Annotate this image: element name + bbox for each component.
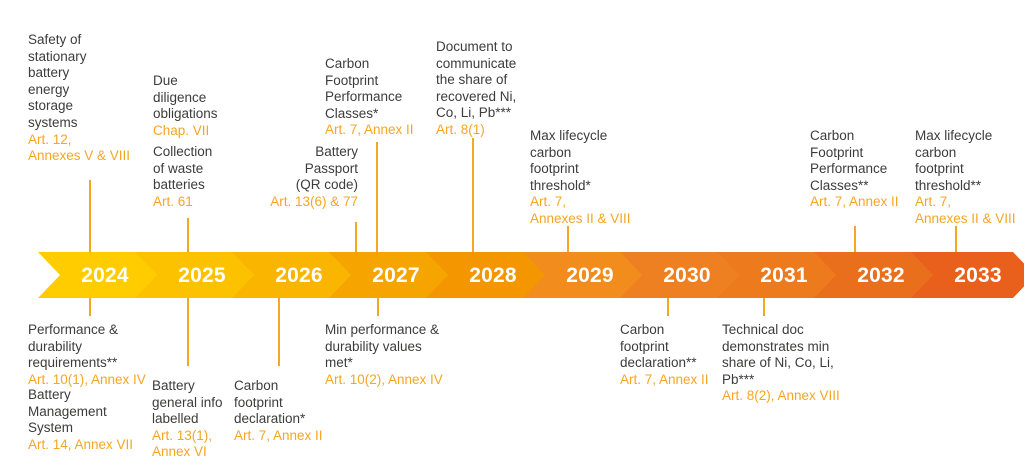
year-label: 2024 [81,263,129,287]
note-2030-cf-declaration: Carbon footprint declaration** Art. 7, A… [620,322,740,388]
note-title: Battery general info labelled [152,378,223,427]
connector-2026-below [278,298,280,366]
connector-2024-above [89,180,91,252]
timeline-band: 2024 2025 2026 2027 2028 2029 2030 2031 … [0,252,1024,298]
note-title: Min performance & durability values met* [325,322,440,371]
note-reference: Art. 10(2), Annex IV [325,371,443,387]
note-reference: Art. 7, Annex II [234,427,323,443]
note-2024-bms: Battery Management System Art. 14, Annex… [28,387,178,453]
note-reference: Art. 7, Annexes II & VIII [915,194,1016,226]
note-2026-cf-declaration: Carbon footprint declaration* Art. 7, An… [234,378,354,444]
note-reference: Art. 7, Annex II [325,122,414,138]
connector-2032-above [854,226,856,252]
year-label: 2027 [372,263,420,287]
note-title: Max lifecycle carbon footprint threshold… [915,128,993,193]
note-reference: Art. 8(1) [436,121,485,137]
year-label: 2032 [857,263,905,287]
note-2031-technical-doc: Technical doc demonstrates min share of … [722,322,872,405]
note-2028-document: Document to communicate the share of rec… [436,39,554,139]
note-reference: Art. 12, Annexes V & VIII [28,131,131,164]
note-reference: Art. 8(2), Annex VIII [722,388,840,404]
note-2027-battery-passport: Battery Passport (QR code) Art. 13(6) & … [248,144,358,210]
note-2025-general-info: Battery general info labelled Art. 13(1)… [152,378,267,461]
note-title: Battery Passport (QR code) [295,144,358,193]
connector-2029-above [567,226,569,252]
note-2025-collection: Collection of waste batteries Art. 61 [153,144,268,210]
note-title: Carbon footprint declaration** [620,322,697,371]
connector-2027-cfclasses-above [376,142,378,252]
note-title: Due diligence obligations [153,73,218,122]
note-reference: Art. 13(1), Annex VI [152,427,213,460]
note-2029-max-lifecycle: Max lifecycle carbon footprint threshold… [530,128,652,228]
note-title: Carbon Footprint Performance Classes** [810,128,888,193]
connector-2031-below [763,298,765,316]
note-title: Carbon footprint declaration* [234,378,306,427]
note-2024-performance: Performance & durability requirements** … [28,322,178,388]
note-title: Document to communicate the share of rec… [436,39,517,121]
note-reference: Art. 61 [153,193,193,209]
year-label: 2030 [663,263,711,287]
note-2033-max-lifecycle: Max lifecycle carbon footprint threshold… [915,128,1024,228]
note-reference: Art. 7, Annex II [620,371,709,387]
note-title: Performance & durability requirements** [28,322,119,371]
connector-2027-below [377,298,379,316]
year-label: 2025 [178,263,226,287]
connector-2024-below [89,298,91,316]
connector-2033-above [955,226,957,252]
note-reference: Art. 10(1), Annex IV [28,371,146,387]
year-label: 2026 [275,263,323,287]
connector-2025-above [187,218,189,252]
note-reference: Art. 14, Annex VII [28,436,134,452]
year-label: 2033 [954,263,1002,287]
note-2027-cf-classes: Carbon Footprint Performance Classes* Ar… [325,56,445,139]
year-label: 2029 [566,263,614,287]
year-label: 2031 [760,263,808,287]
note-2032-cf-classes: Carbon Footprint Performance Classes** A… [810,128,930,211]
note-title: Collection of waste batteries [153,144,213,193]
note-title: Battery Management System [28,387,107,436]
connector-2025-below [187,298,189,366]
note-reference: Art. 7, Annex II [810,194,899,210]
note-title: Max lifecycle carbon footprint threshold… [530,128,608,193]
note-2027-min-performance: Min performance & durability values met*… [325,322,485,388]
note-2025-due-diligence: Due diligence obligations Chap. VII [153,73,268,139]
note-title: Technical doc demonstrates min share of … [722,322,834,387]
year-label: 2028 [469,263,517,287]
note-reference: Art. 13(6) & 77 [270,193,358,209]
connector-2027-passport-above [355,222,357,252]
note-2024-safety: Safety of stationary battery energy stor… [28,32,148,165]
note-reference: Art. 7, Annexes II & VIII [530,194,631,226]
note-reference: Chap. VII [153,122,210,138]
note-title: Carbon Footprint Performance Classes* [325,56,403,121]
connector-2030-below [667,298,669,316]
note-title: Safety of stationary battery energy stor… [28,32,87,130]
connector-2028-above [472,138,474,252]
